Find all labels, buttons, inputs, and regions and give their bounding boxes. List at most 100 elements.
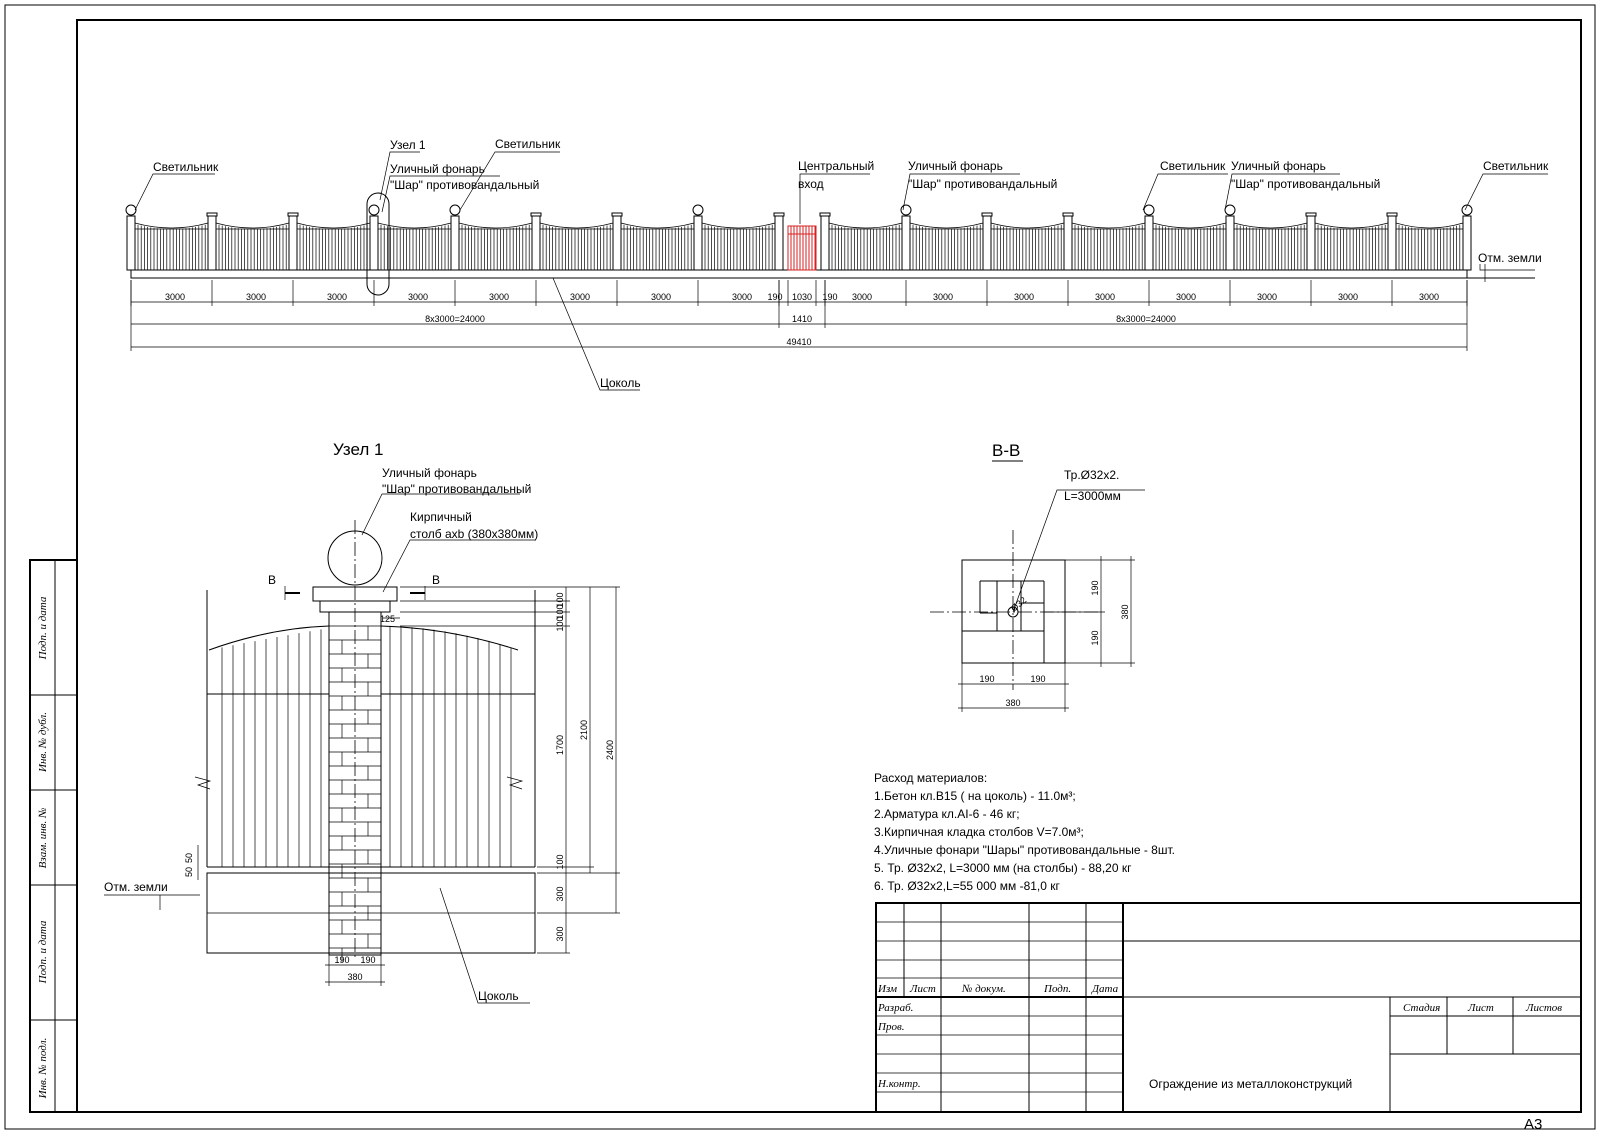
tube-circle [1007,606,1019,618]
dim-span: 3000 [651,292,671,302]
label-central-a: Центральный [798,159,874,173]
tube-mark: Ø32 [1009,595,1028,614]
section-b-b: В-В Ø32 Тр.Ø32x2. L=3000мм 190 190 380 1… [930,441,1145,712]
dim-gate: 1030 [792,292,812,302]
tb-row-nkontr: Н.контр. [877,1078,921,1090]
tb-row-prov: Пров. [877,1021,904,1033]
fence-post [207,215,217,271]
fence-post-cap [1305,212,1317,217]
panel-top-rail [828,222,903,229]
dim-side: 190 [767,292,782,302]
fence-post [369,215,379,271]
tb-stadia: Стадия [1403,1002,1440,1014]
tb-col-doc: № докум. [961,983,1006,995]
fence-posts [125,204,1473,271]
fence-post [1462,215,1472,271]
tb-listov: Листов [1525,1002,1562,1014]
node-1-title: Узел 1 [333,440,383,459]
fence-lamp [900,204,912,216]
dim-overall: 49410 [786,337,811,347]
label-fonar-3a: Уличный фонарь [1231,159,1326,173]
detail-dim-2100: 2100 [579,720,589,740]
fence-post-cap [1062,212,1074,217]
detail-dim-125: 125 [380,614,395,624]
detail-label-post-b: столб аxb (380x380мм) [410,527,538,541]
fence-post [901,215,911,271]
material-item: 5. Тр. Ø32x2, L=3000 мм (на столбы) - 88… [874,861,1132,875]
fence-elevation: Светильник Узел 1 Уличный фонарь "Шар" п… [125,137,1549,391]
panel-top-rail [990,222,1065,229]
outer-border [4,4,1596,1130]
label-uzel1: Узел 1 [390,138,426,152]
dim-side: 190 [822,292,837,302]
fence-post-cap [206,212,218,217]
detail-dim-100: 100 [555,592,565,607]
label-fonar-2a: Уличный фонарь [908,159,1003,173]
side-stamp-cell: Подп. и дата [37,920,49,984]
detail-label-fonar-a: Уличный фонарь [382,466,477,480]
materials-heading: Расход материалов: [874,771,987,785]
label-svetilnik-3: Светильник [1160,159,1226,173]
section-label-tube-b: L=3000мм [1064,489,1121,503]
tb-list: Лист [1467,1002,1494,1014]
fence-post [1306,215,1316,271]
fence-post [820,215,830,271]
side-stamp-cell: Инв. № подл. [37,1038,49,1100]
fence-lamp [1143,204,1155,216]
section-dim-380: 380 [1005,698,1020,708]
fence-annotations: Светильник Узел 1 Уличный фонарь "Шар" п… [134,137,1549,391]
panel-top-rail [215,222,290,229]
brick-courses [329,625,381,962]
dim-span: 3000 [408,292,428,302]
panel-top-rail [909,222,984,229]
material-item: 4.Уличные фонари "Шары" противовандальны… [874,843,1175,857]
label-central-b: вход [798,177,824,191]
fence-post [531,215,541,271]
section-dim-190: 190 [1030,674,1045,684]
dim-span: 3000 [1419,292,1439,302]
detail-dim-50: 50 [184,853,194,863]
dim-span: 3000 [1257,292,1277,302]
fence-post [1225,215,1235,271]
detail-dim-100: 100 [555,854,565,869]
section-mark-left: В [268,573,276,587]
section-dim-190: 190 [1090,630,1100,645]
dim-span: 3000 [1338,292,1358,302]
fence-post-cap [1386,212,1398,217]
tb-col-izm: Изм [877,983,897,995]
detail-label-otm-zemli: Отм. земли [104,880,168,894]
section-mark-right: В [432,573,440,587]
section-title: В-В [992,441,1020,460]
label-fonar-3b: "Шар" противовандальный [1231,177,1380,191]
materials-list: Расход материалов: 1.Бетон кл.В15 ( на ц… [874,771,1175,893]
dim-span: 3000 [933,292,953,302]
label-fonar-2b: "Шар" противовандальный [908,177,1057,191]
detail-dim-380: 380 [347,972,362,982]
tb-drawing-name: Ограждение из металлоконструкций [1149,1077,1352,1091]
fence-panels [134,222,1464,270]
dim-span: 3000 [1095,292,1115,302]
span-dim-ticks [130,280,1468,306]
section-dim-190: 190 [1090,580,1100,595]
fence-lamp [1224,204,1236,216]
tb-row-razrab: Разраб. [877,1002,913,1014]
dim-span: 3000 [732,292,752,302]
fence-post-cap [819,212,831,217]
label-cokol-1: Цоколь [600,376,641,390]
panel-top-rail [296,222,371,229]
material-item: 3.Кирпичная кладка столбов V=7.0м³; [874,825,1084,839]
label-fonar-1a: Уличный фонарь [390,162,485,176]
panel-top-rail [134,222,209,229]
central-gate [787,225,817,271]
panel-top-rail [1071,222,1146,229]
detail-dim-100: 100 [555,604,565,619]
dim-span: 3000 [1014,292,1034,302]
side-stamp-cell: Взам. инв. № [37,808,49,869]
panel-top-rail [377,222,452,229]
fence-post [288,215,298,271]
side-stamp: Инв. № подл. Подп. и дата Взам. инв. № И… [29,559,78,1113]
fence-post [1063,215,1073,271]
detail-dim-50: 50 [184,867,194,877]
fence-post [1387,215,1397,271]
material-item: 1.Бетон кл.В15 ( на цоколь) - 11.0м³; [874,789,1076,803]
